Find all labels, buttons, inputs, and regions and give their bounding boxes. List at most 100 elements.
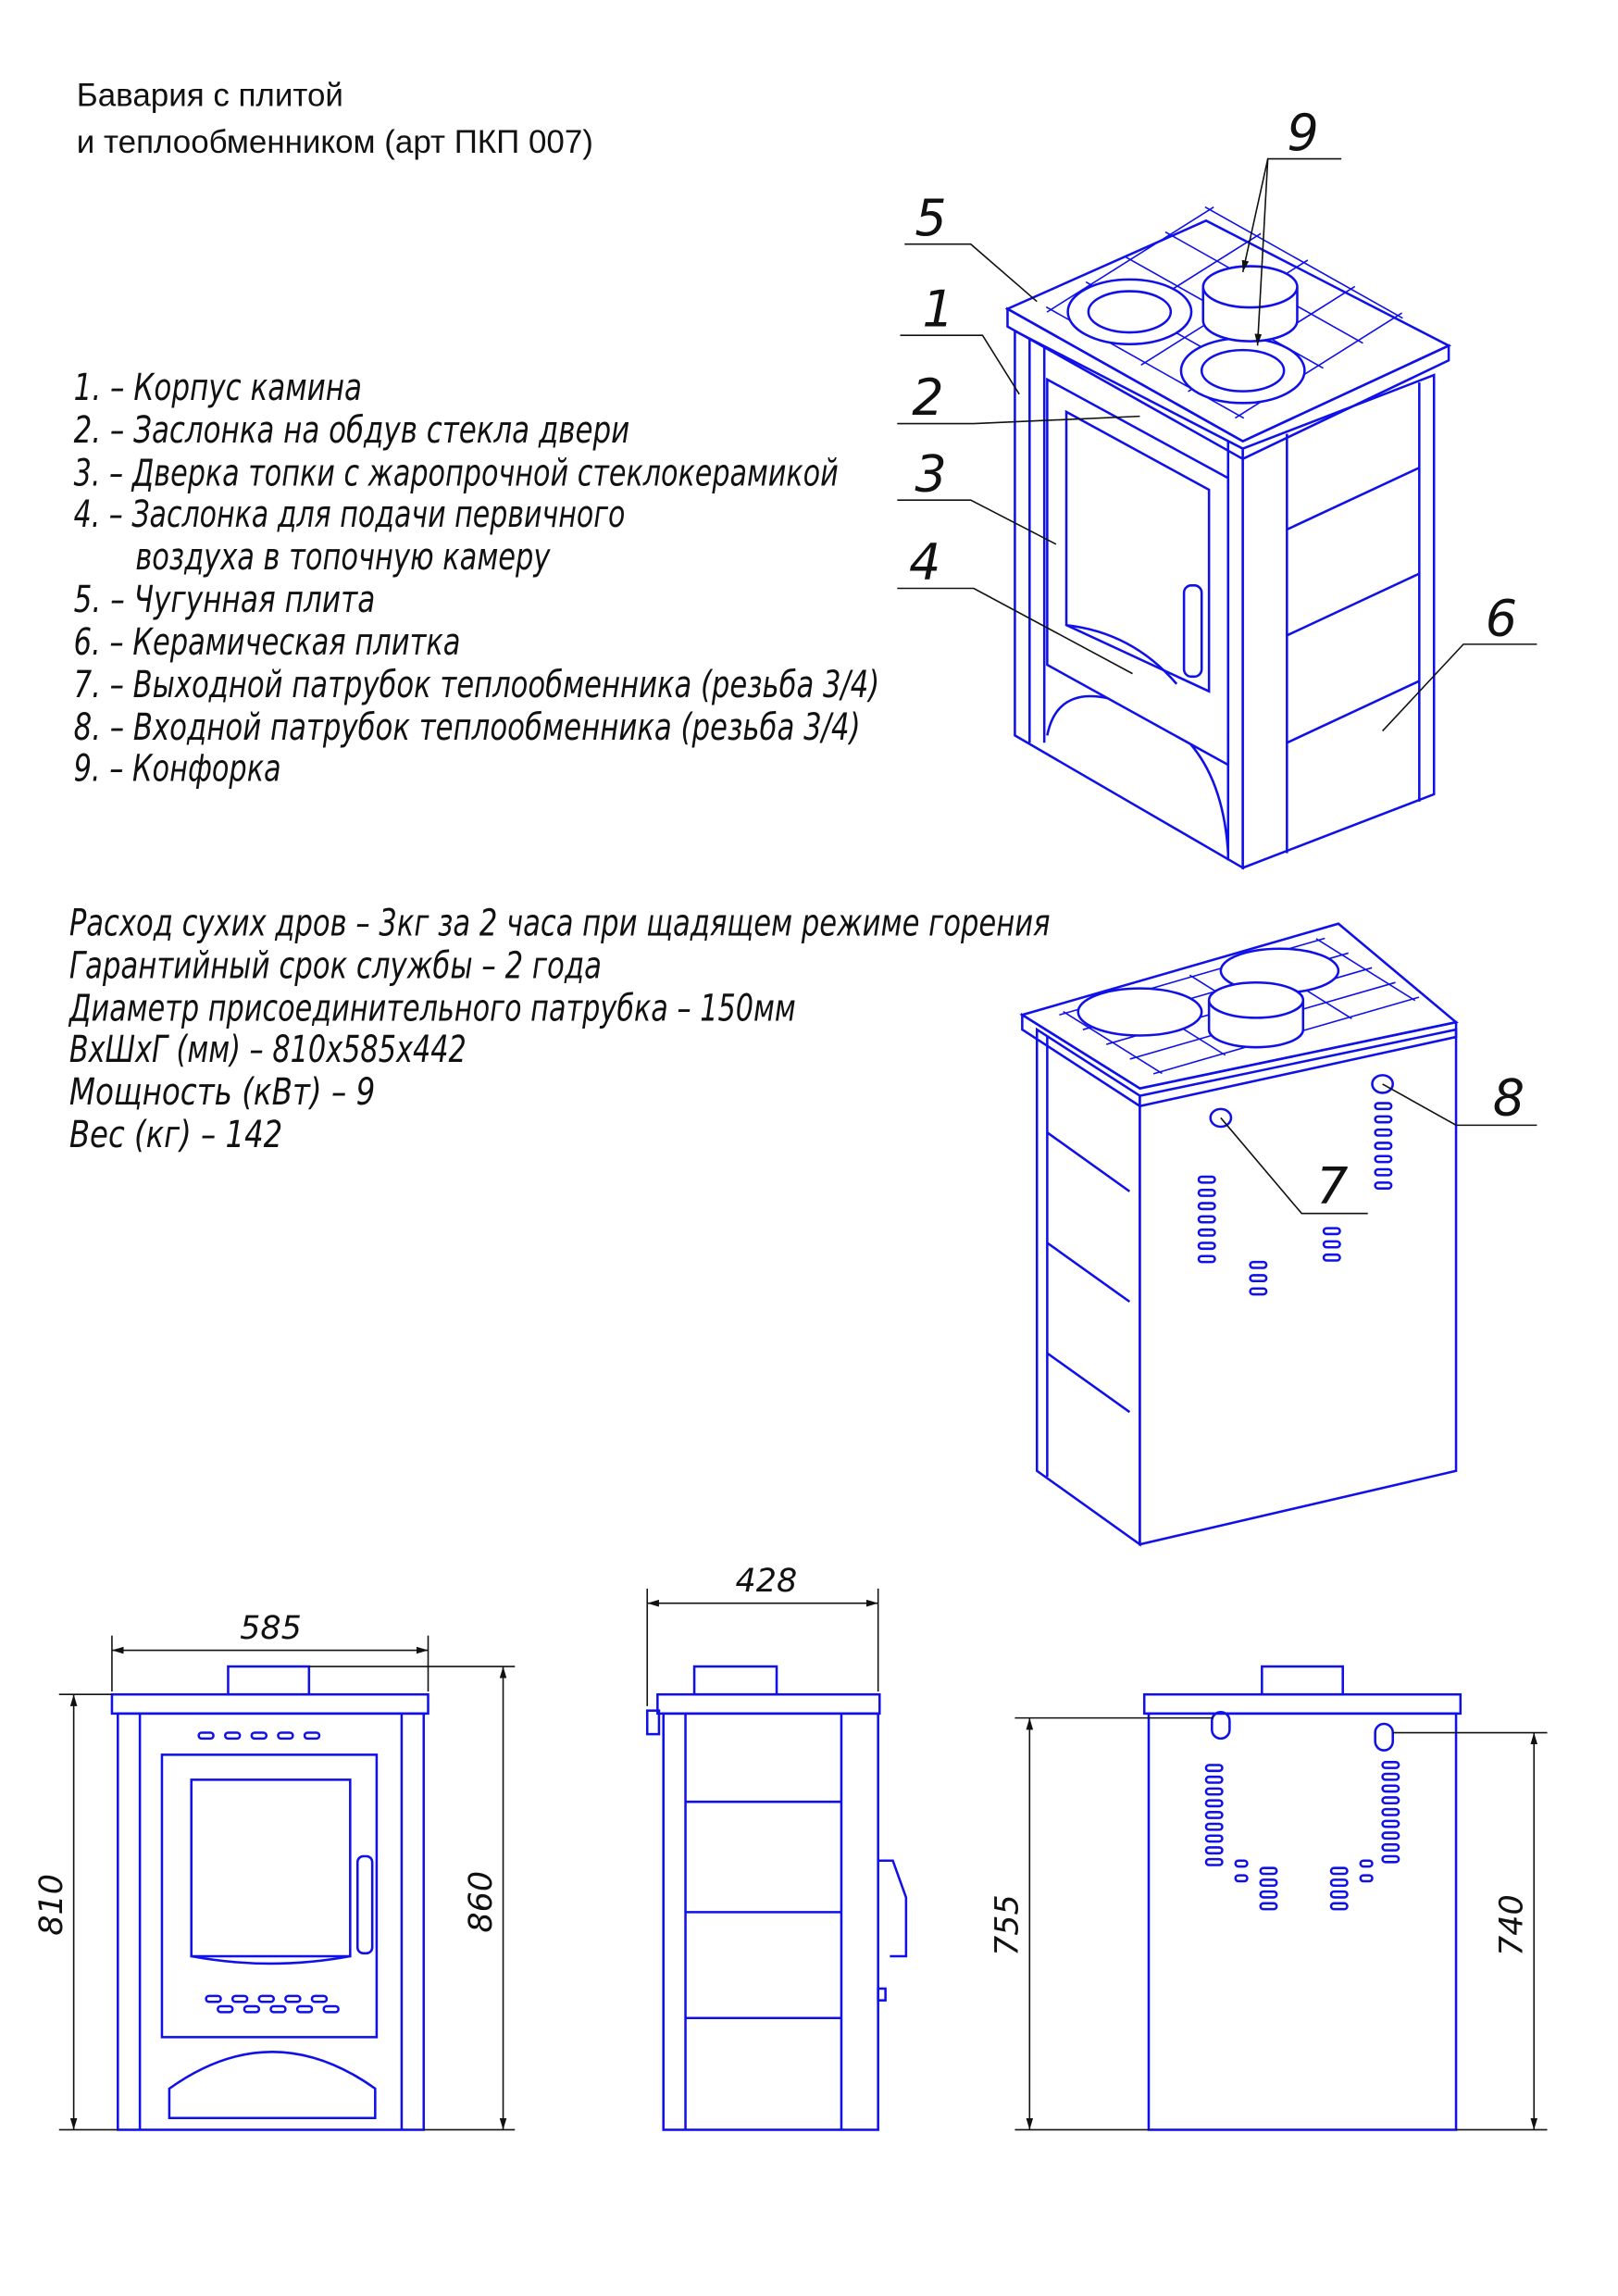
vent-hole [1259, 1878, 1278, 1888]
back-view: 755 740 [989, 1665, 1548, 2131]
vent-hole [1249, 1287, 1268, 1296]
spec-wood-consumption: Расход сухих дров – 3кг за 2 часа при ща… [69, 902, 1051, 944]
vent-hole [1381, 1796, 1400, 1805]
vent-hole [1374, 1167, 1393, 1177]
vent-hole [1259, 1866, 1278, 1876]
vent-hole [1329, 1890, 1349, 1899]
vent-hole [230, 1994, 249, 2003]
callout-4: 4 [909, 533, 940, 592]
vent-hole [1374, 1154, 1393, 1164]
door-handle [1182, 584, 1203, 679]
dim-back-outlet-height: 740 [1494, 1894, 1531, 1956]
vent-hole [1197, 1175, 1216, 1184]
legend-item-9: 9. – Конфорка [74, 748, 281, 791]
legend-item-7: 7. – Выходной патрубок теплообменника (р… [74, 664, 880, 706]
vent-hole [1204, 1775, 1224, 1784]
vent-hole [250, 1731, 268, 1741]
vent-hole [295, 2004, 314, 2014]
legend-item-1: 1. – Корпус камина [74, 367, 362, 409]
vent-hole [1381, 1854, 1400, 1864]
vent-hole [310, 1994, 329, 2003]
side-view: 428 [645, 1563, 908, 2131]
callout-2: 2 [912, 368, 943, 427]
vent-hole [1197, 1228, 1216, 1237]
vent-hole [1197, 1242, 1216, 1251]
callout-7: 7 [1316, 1157, 1348, 1216]
legend-item-5: 5. – Чугунная плита [74, 579, 376, 621]
burner-left [1066, 278, 1193, 346]
callout-9: 9 [1287, 104, 1318, 162]
ash-arch [168, 2051, 377, 2120]
back-body [1147, 1712, 1458, 2131]
stove-back-face [1139, 1028, 1458, 1546]
vent-hole [205, 1994, 222, 2003]
spec-weight: Вес (кг) – 142 [69, 1114, 282, 1156]
vent-hole [224, 1731, 242, 1741]
vent-hole [243, 2004, 261, 2014]
vent-hole [1197, 1254, 1216, 1264]
callout-6: 6 [1486, 589, 1517, 647]
dim-back-inlet-height: 755 [989, 1894, 1027, 1956]
vent-hole [1374, 1102, 1393, 1111]
vent-hole [1204, 1811, 1224, 1819]
callout-5: 5 [915, 189, 946, 247]
spec-pipe-diameter: Диаметр присоединительного патрубка – 15… [68, 988, 796, 1030]
isometric-back-view: 7 8 [1022, 924, 1537, 1547]
vent-hole [269, 2004, 287, 2014]
vent-hole [1197, 1215, 1216, 1224]
vent-hole [1234, 1859, 1249, 1868]
vent-hole [1381, 1819, 1400, 1828]
vent-hole [277, 1731, 294, 1741]
vent-hole [1322, 1227, 1341, 1236]
vent-hole [1374, 1128, 1393, 1137]
legend-item-4-cont: воздуха в топочную камеру [135, 536, 551, 579]
vent-hole [1322, 1240, 1341, 1249]
vent-hole [1359, 1859, 1374, 1868]
spec-dimensions: ВхШхГ (мм) – 810х585х442 [69, 1029, 467, 1071]
vent-hole [1381, 1761, 1400, 1769]
vent-holes [1197, 1102, 1393, 1296]
vent-hole [284, 1994, 302, 2003]
front-view: 585 810 860 [33, 1610, 516, 2131]
vent-hole [322, 2004, 340, 2014]
legend-item-3: 3. – Дверка топки с жаропрочной стеклоке… [74, 452, 839, 494]
ceramic-tiles-side-back [1035, 1027, 1141, 1547]
vent-hole [1249, 1260, 1268, 1269]
vent-hole [1329, 1878, 1349, 1888]
vent-hole [1329, 1902, 1349, 1911]
vent-hole [303, 1731, 321, 1741]
vent-hole [1259, 1890, 1278, 1899]
vent-hole [257, 1994, 275, 2003]
vent-hole [1381, 1772, 1400, 1781]
vent-hole [1234, 1874, 1249, 1883]
inlet-pipe [1371, 1074, 1394, 1094]
vent-hole [1374, 1181, 1393, 1190]
vent-hole [1204, 1764, 1224, 1773]
vent-hole [1381, 1807, 1400, 1816]
vent-hole [1197, 1189, 1216, 1197]
front-body [117, 1712, 426, 2131]
outlet-pipe [1209, 1107, 1233, 1129]
front-door [160, 1753, 379, 2039]
callout-1: 1 [922, 281, 953, 339]
vent-hole [1381, 1842, 1400, 1852]
legend-item-6: 6. – Керамическая плитка [74, 621, 461, 664]
vent-hole [1204, 1787, 1224, 1796]
parts-legend: 1. – Корпус камина 2. – Заслонка на обду… [74, 367, 880, 790]
vent-hole [1359, 1874, 1374, 1883]
spec-power: Мощность (кВт) – 9 [69, 1071, 375, 1114]
title-line-1: Бавария с плитой [77, 77, 343, 113]
legend-item-4: 4. – Заслонка для подачи первичного [74, 493, 626, 536]
vent-hole [1197, 1202, 1216, 1211]
side-body [662, 1712, 879, 2131]
legend-item-2: 2. – Заслонка на обдув стекла двери [74, 409, 630, 452]
dim-front-height: 810 [33, 1874, 70, 1936]
vent-hole [1329, 1866, 1349, 1876]
callout-8: 8 [1493, 1068, 1525, 1127]
vent-hole [197, 1731, 215, 1741]
ceramic-tiles-side [1241, 373, 1436, 870]
dim-side-depth: 428 [736, 1563, 798, 1600]
spec-warranty: Гарантийный срок службы – 2 года [69, 945, 602, 988]
side-handle [877, 1859, 908, 1958]
